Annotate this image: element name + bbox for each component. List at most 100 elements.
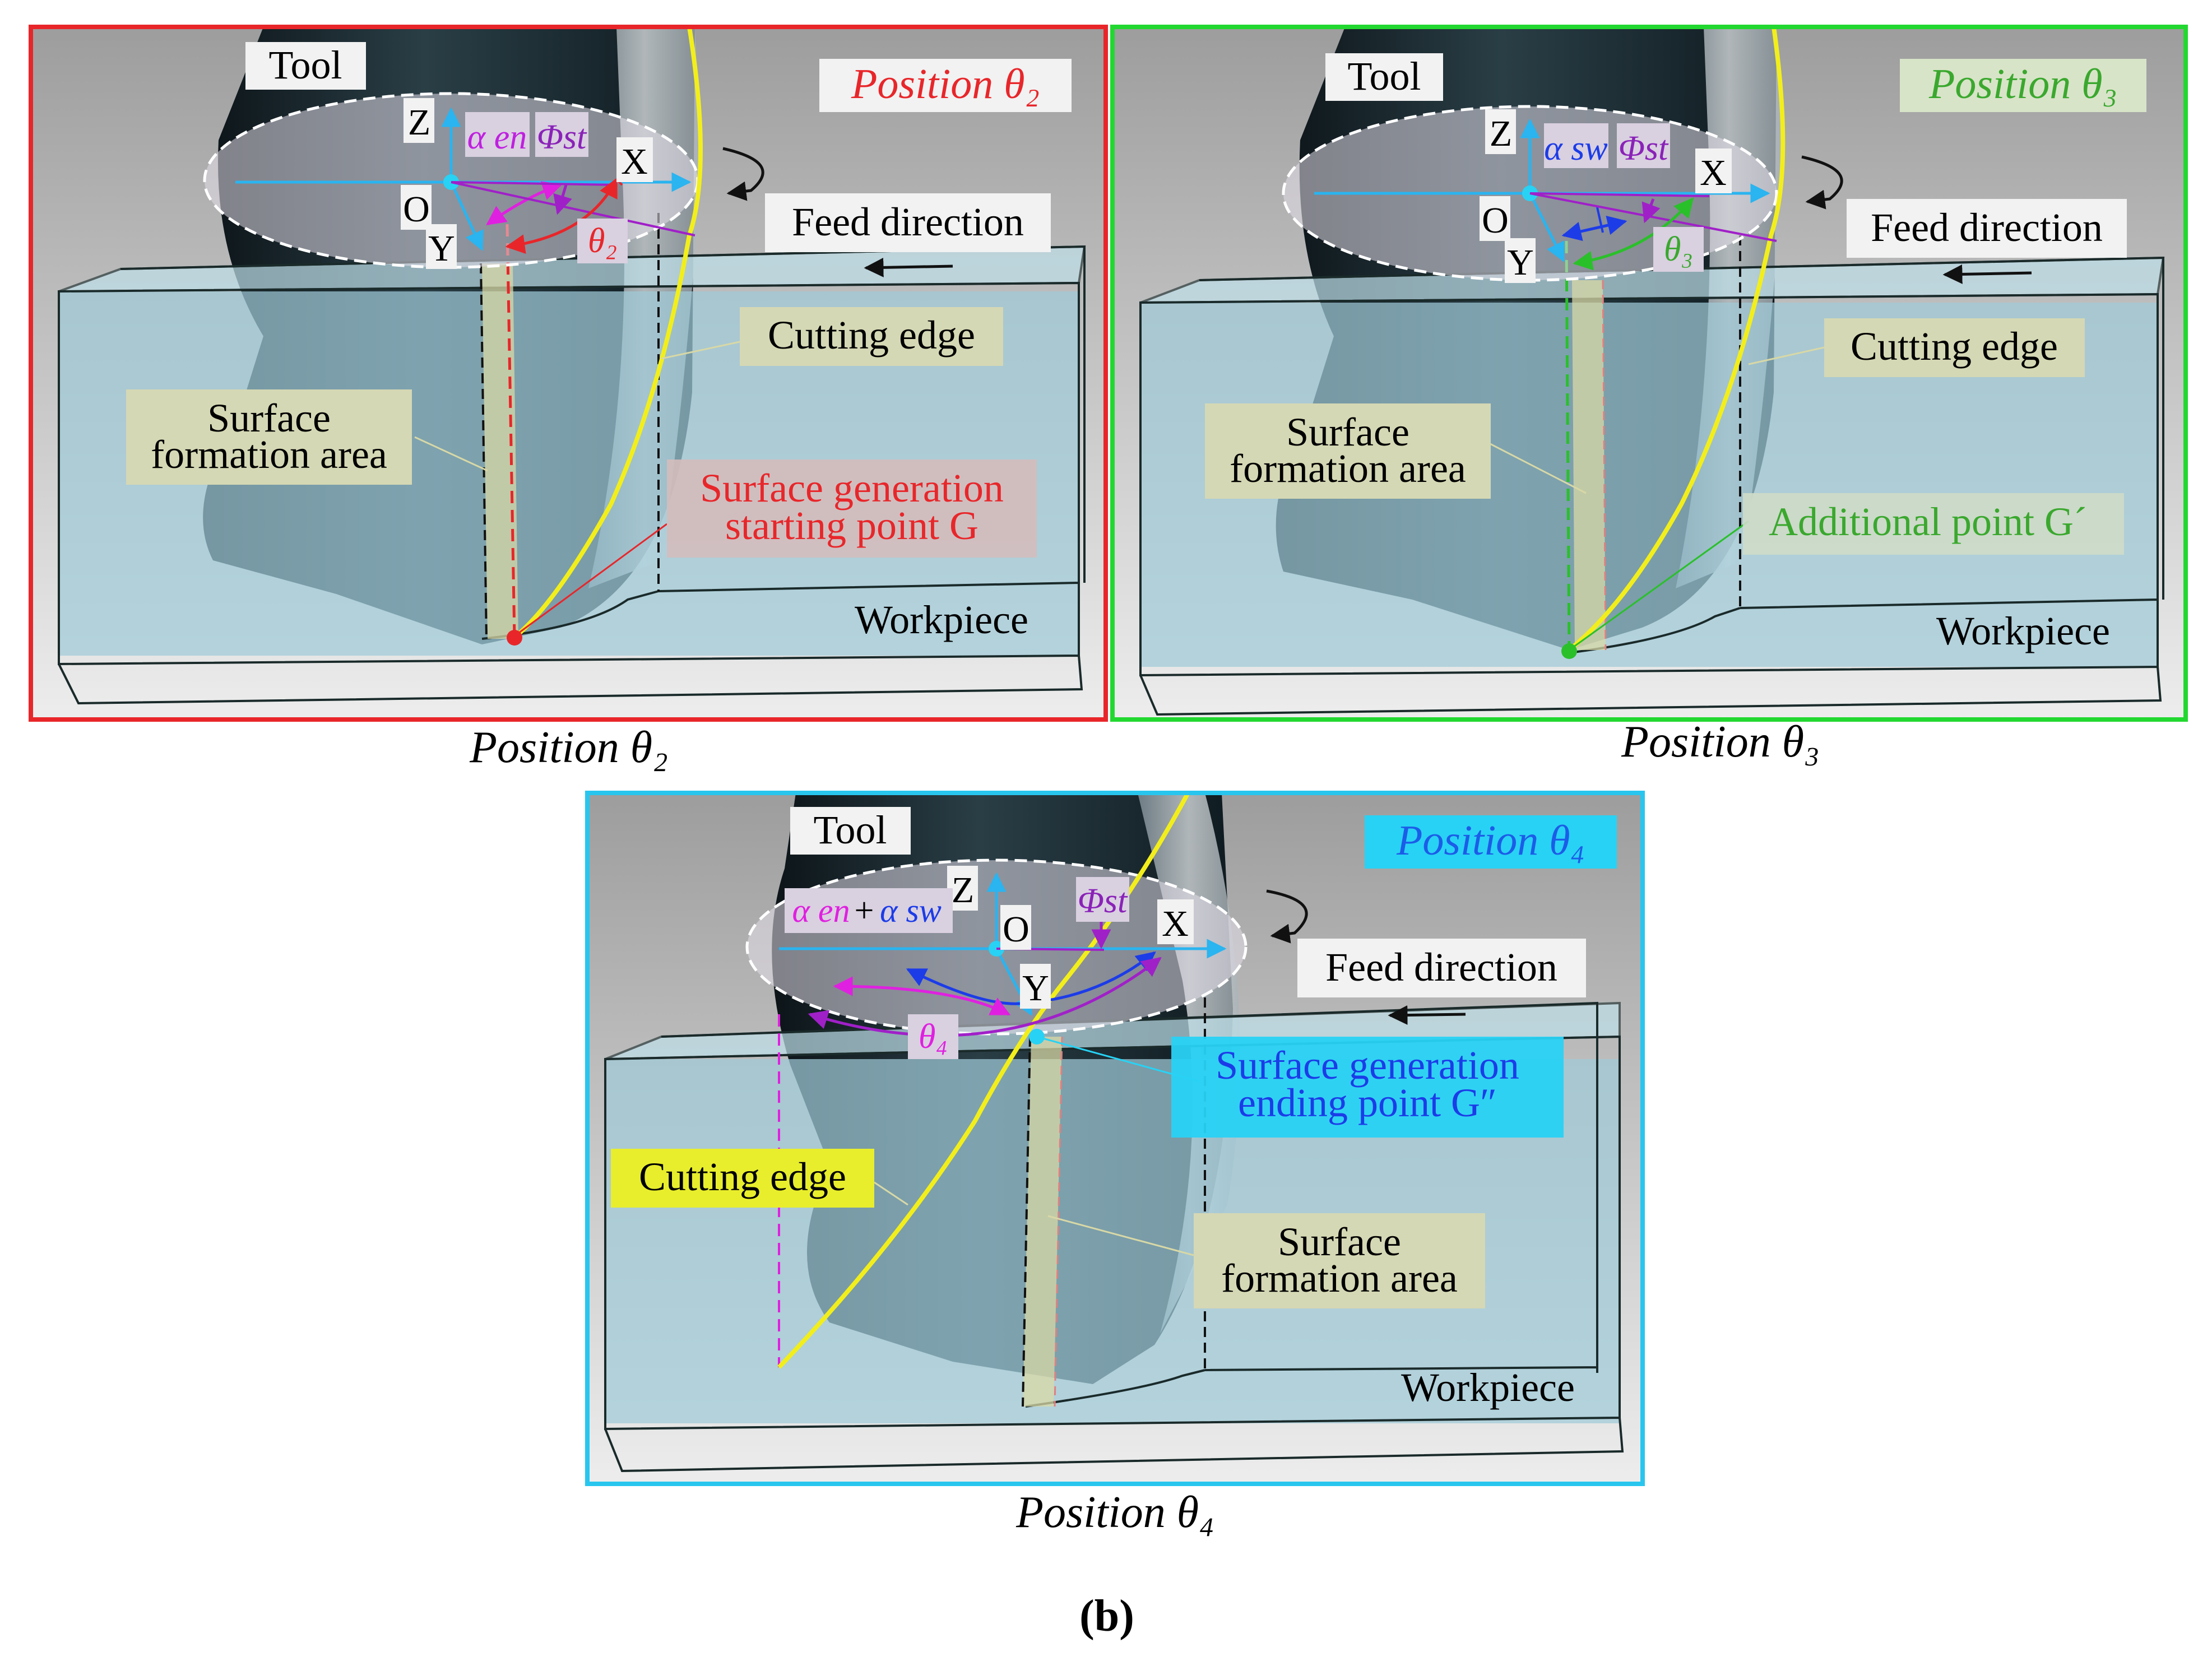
label-bg — [611, 1149, 874, 1208]
workpiece-label: Workpiece — [855, 597, 1028, 642]
surface-area-label-line1: Surface — [207, 396, 331, 440]
starting-point-label-line2: starting point G — [725, 503, 979, 548]
theta-label: θ₄ — [919, 1018, 948, 1056]
tool-label: Tool — [269, 43, 342, 87]
label-bg — [1480, 196, 1510, 241]
starting-point-g-marker — [507, 630, 522, 646]
label-bg — [245, 42, 366, 90]
origin-label: O — [1482, 200, 1509, 241]
label-bg — [1076, 877, 1129, 922]
theta-label: θ₂ — [588, 222, 617, 260]
rotation-arrow — [1266, 889, 1308, 944]
guide-dashed-line-green — [1565, 240, 1571, 651]
leader-line — [414, 436, 488, 472]
label-bg — [1847, 199, 2127, 258]
label-bg — [126, 389, 412, 485]
label-bg — [1617, 123, 1670, 168]
leader-line — [1047, 1215, 1194, 1256]
label-bg — [908, 1014, 958, 1059]
label-bg — [1171, 1037, 1564, 1138]
panel-frame — [29, 25, 1108, 722]
position-tag: Position θ₃ — [1928, 61, 2117, 108]
origin-label: O — [403, 189, 430, 230]
surface-area-label-line1: Surface — [1286, 410, 1409, 454]
x-axis-label: X — [1162, 903, 1189, 944]
y-axis-label: Y — [1507, 242, 1534, 283]
y-axis-arrow — [449, 181, 484, 252]
feed-direction-label: Feed direction — [792, 199, 1024, 244]
leader-line — [514, 523, 667, 637]
panel-position-theta2: Tool Position θ₂ Z X O Y α en Φst θ₂ Fee… — [29, 25, 1108, 722]
rotation-arrow — [1801, 155, 1843, 210]
cutting-edge-label: Cutting edge — [639, 1154, 846, 1199]
label-bg — [1325, 53, 1443, 101]
x-axis-label: X — [621, 141, 648, 182]
label-bg — [790, 807, 911, 855]
label-bg — [1205, 403, 1491, 499]
phi-label: Φst — [1619, 129, 1669, 168]
label-bg — [401, 185, 432, 230]
label-bg — [577, 219, 628, 263]
workpiece-outline — [604, 1001, 1624, 1473]
label-bg — [1743, 493, 2124, 555]
alpha-label: α en — [467, 118, 527, 156]
label-bg — [1544, 123, 1608, 168]
alpha-en-label: α en — [792, 892, 850, 929]
label-bg — [1695, 148, 1732, 193]
label-bg — [1297, 939, 1586, 997]
figure-label: (b) — [1079, 1591, 1134, 1641]
guide-dashed-line — [1054, 1036, 1063, 1407]
label-bg — [765, 193, 1051, 252]
label-bg — [426, 224, 457, 269]
feed-direction-arrow — [1388, 1005, 1466, 1025]
additional-point-label: Additional point G´ — [1769, 499, 2087, 544]
label-bg — [404, 98, 434, 143]
ending-point-label-line2: ending point G″ — [1238, 1080, 1497, 1125]
theta-arc — [1573, 197, 1694, 271]
caption-theta4: Position θ₄ — [1015, 1488, 1214, 1537]
guide-dashed-line — [1602, 280, 1607, 651]
panel-position-theta3: Tool Position θ₃ Z X O Y α sw Φst θ₃ Fee… — [1110, 25, 2188, 722]
guide-dashed-line-red — [506, 224, 516, 638]
label-bg — [1900, 59, 2146, 112]
panel-position-theta4: Tool Position θ₄ Z X O Y α en + α sw Φst… — [585, 791, 1645, 1486]
label-bg — [1505, 238, 1536, 283]
leader-line — [1748, 346, 1825, 365]
workpiece-label: Workpiece — [1401, 1365, 1575, 1410]
additional-point-marker — [1561, 643, 1577, 659]
alpha-label: α sw — [1544, 129, 1608, 168]
y-axis-label: Y — [1022, 968, 1049, 1009]
position-tag: Position θ₂ — [851, 61, 1040, 108]
label-bg — [819, 59, 1072, 112]
plus-sign: + — [855, 892, 874, 930]
label-bg — [1824, 318, 2085, 377]
label-bg — [1000, 905, 1031, 950]
cutting-edge-label: Cutting edge — [768, 313, 975, 358]
z-axis-label: Z — [408, 102, 430, 143]
feed-direction-arrow — [1942, 264, 2032, 284]
label-bg — [1653, 227, 1704, 272]
label-bg — [785, 888, 953, 933]
surface-area-label-line1: Surface — [1278, 1219, 1401, 1264]
label-bg — [1157, 899, 1194, 944]
ending-point-marker — [1029, 1029, 1045, 1045]
leader-line — [1487, 442, 1587, 494]
label-bg — [535, 112, 588, 157]
theta-arc — [808, 957, 1162, 1037]
tool-label: Tool — [814, 807, 887, 852]
label-bg — [1485, 109, 1516, 154]
alpha-sw-label: α sw — [880, 892, 942, 929]
y-axis-arrow — [1528, 192, 1565, 263]
leader-line — [661, 341, 740, 360]
caption-theta2: Position θ₂ — [469, 723, 668, 772]
theta-label: θ₃ — [1664, 230, 1693, 268]
phi-label: Φst — [1078, 882, 1128, 920]
y-axis-label: Y — [428, 228, 455, 269]
ending-point-label-line1: Surface generation — [1216, 1043, 1519, 1088]
surface-area-label-line2: formation area — [1230, 446, 1466, 491]
cut-profile — [1025, 1369, 1205, 1408]
label-bg — [667, 459, 1037, 558]
caption-theta3: Position θ₃ — [1621, 717, 1820, 767]
feed-direction-arrow — [864, 257, 953, 277]
